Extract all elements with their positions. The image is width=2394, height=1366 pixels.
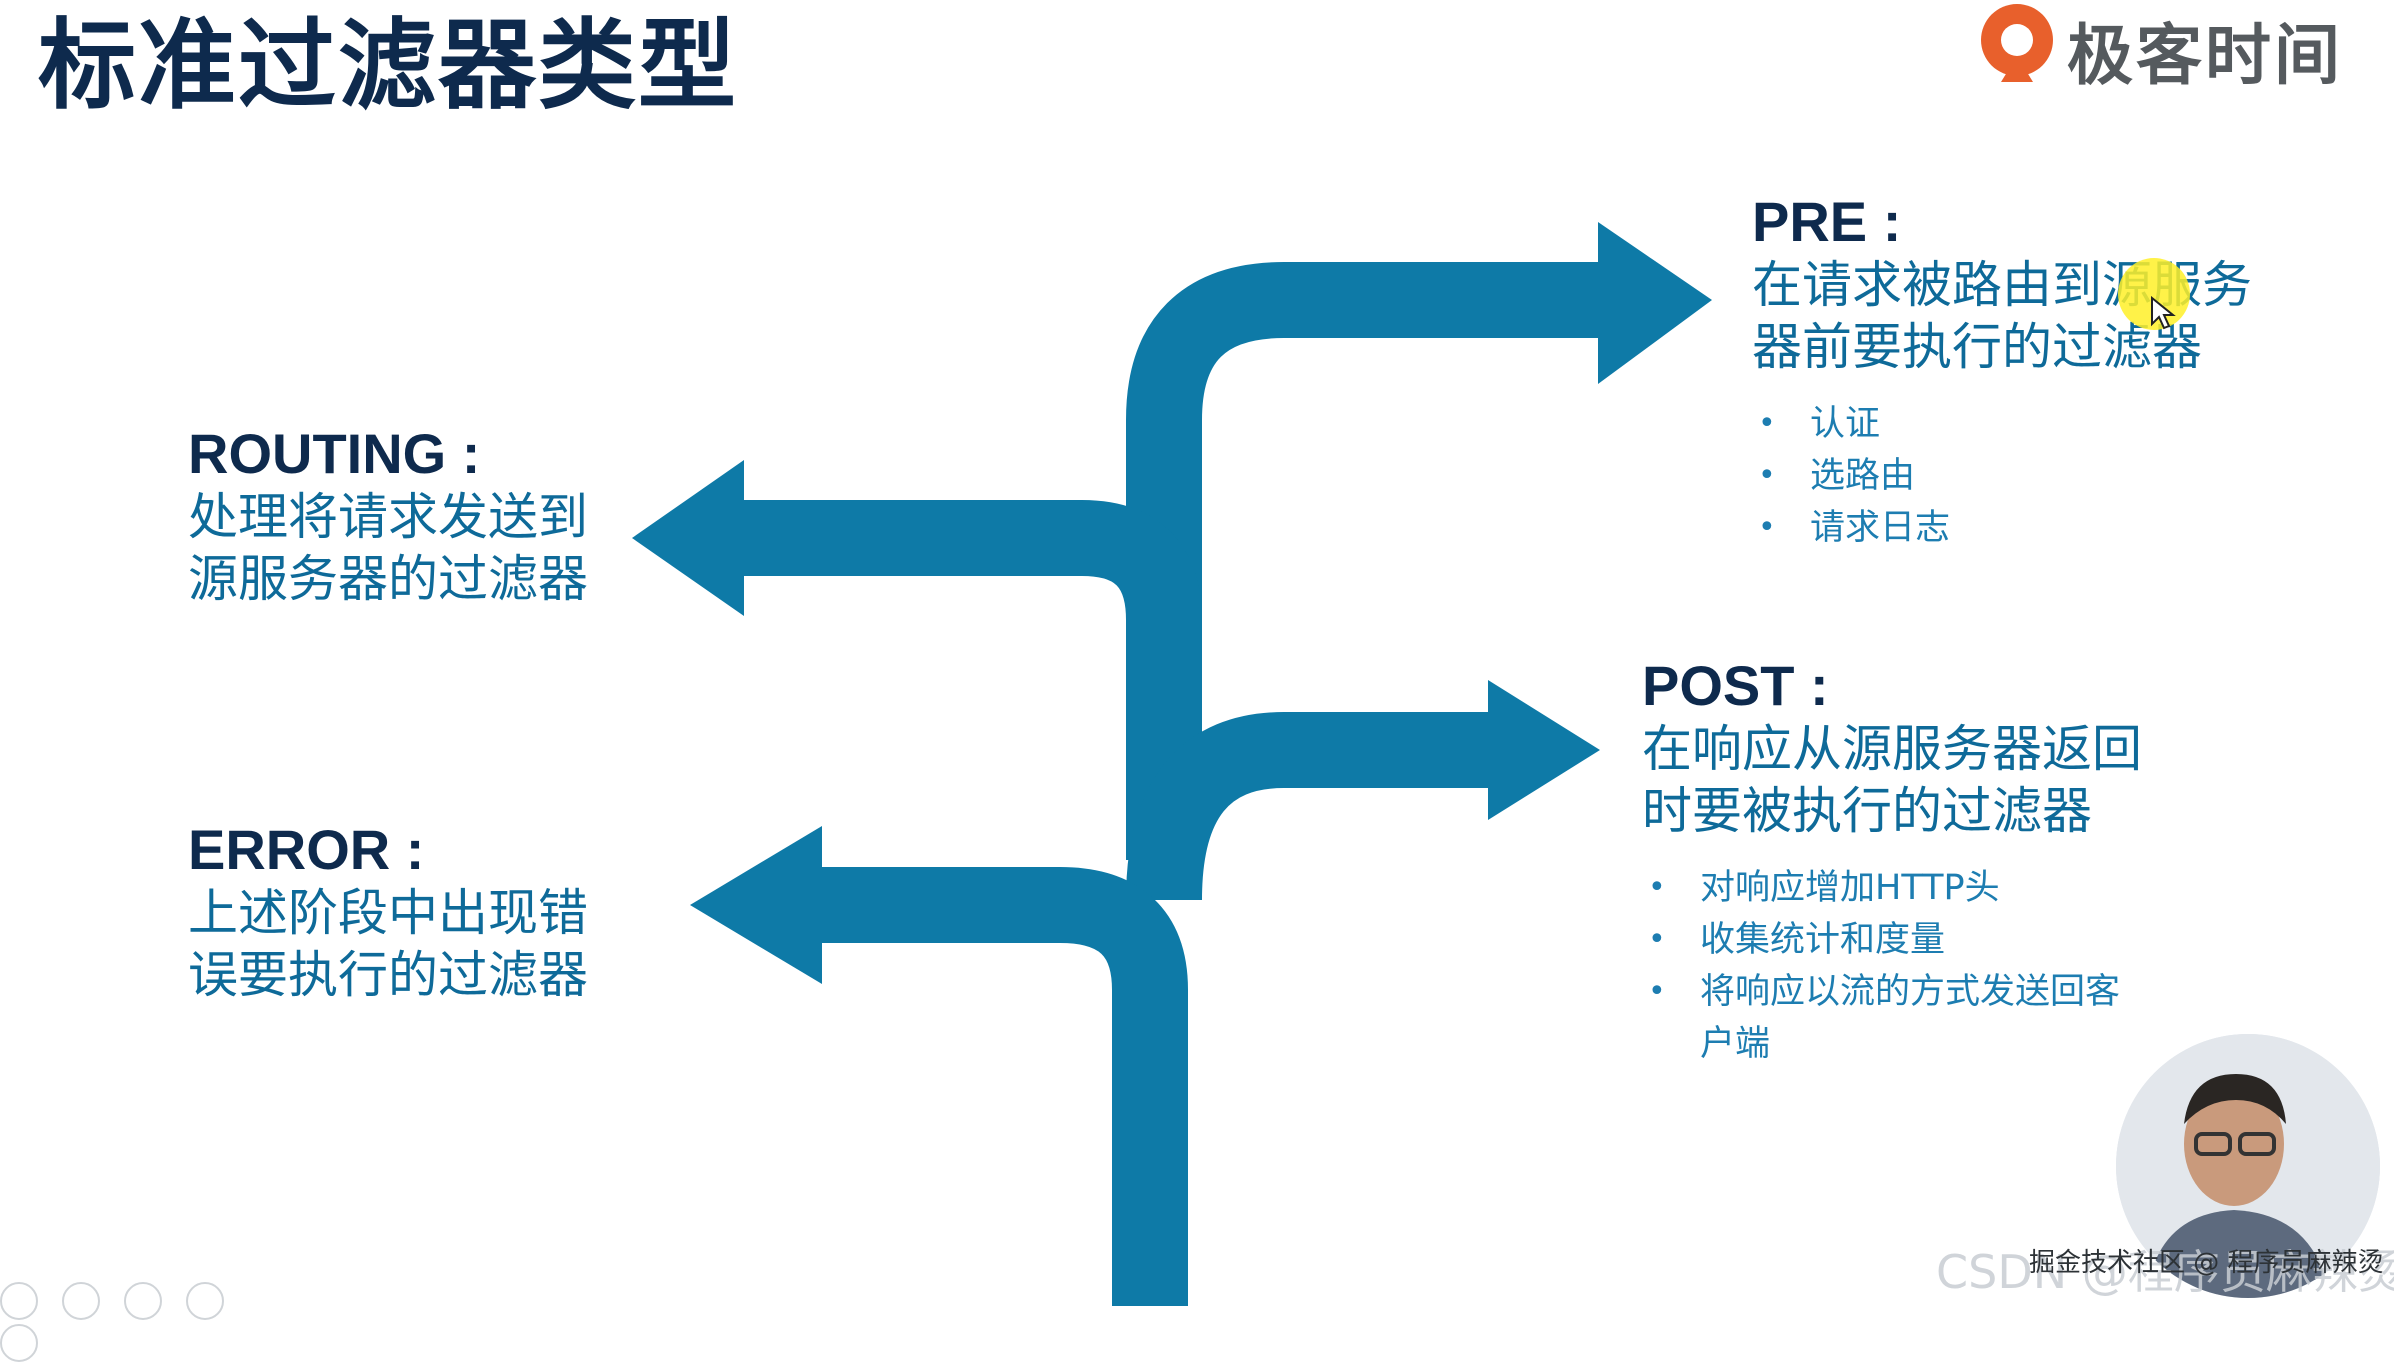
post-desc-line2: 时要被执行的过滤器 [1642, 782, 2092, 840]
geektime-logo: 极客时间 [1975, 0, 2355, 94]
pen-icon[interactable] [62, 1282, 100, 1320]
routing-heading: ROUTING : [188, 422, 481, 485]
routing-desc-line2: 源服务器的过滤器 [188, 550, 588, 608]
bullet-icon: • [1758, 458, 1776, 493]
logo-text: 极客时间 [2067, 17, 2343, 94]
error-heading: ERROR : [188, 818, 425, 881]
list-item: •对响应增加HTTP头 [1642, 862, 2142, 914]
slides-icon[interactable] [124, 1282, 162, 1320]
post-block: POST : 在响应从源服务器返回 时要被执行的过滤器 •对响应增加HTTP头 … [1642, 654, 2142, 1070]
pre-arrowhead [1598, 222, 1712, 384]
post-heading: POST : [1642, 654, 1829, 717]
post-bullet-list: •对响应增加HTTP头 •收集统计和度量 •将响应以流的方式发送回客 户端 [1642, 862, 2142, 1070]
pre-heading: PRE : [1752, 190, 1902, 253]
list-item: •选路由 [1752, 450, 2252, 502]
page-title: 标准过滤器类型 [38, 9, 739, 123]
presenter-figure-icon [2116, 1034, 2380, 1298]
routing-branch [720, 500, 1202, 700]
bullet-icon: • [1758, 510, 1776, 545]
list-item: •将响应以流的方式发送回客 [1642, 966, 2142, 1018]
presenter-video-avatar [2116, 1034, 2380, 1298]
post-arrowhead [1488, 680, 1600, 820]
list-item: •认证 [1752, 398, 2252, 450]
pre-desc-line2: 器前要执行的过滤器 [1752, 318, 2202, 376]
filter-flow-diagram [632, 222, 1712, 1306]
list-item-continuation: 户端 [1700, 1024, 1771, 1064]
slide-toolbar [0, 1282, 300, 1362]
watermark-juejin: 掘金技术社区 @ 程序员麻辣烫 [2029, 1248, 2384, 1278]
mouse-cursor-icon [2151, 296, 2176, 330]
post-branch [1126, 712, 1510, 901]
watermark: CSDN @程序员麻辣烫 掘金技术社区 @ 程序员麻辣烫 [1936, 1236, 2394, 1302]
trunk-upper [1126, 262, 1620, 860]
error-desc-line2: 误要执行的过滤器 [188, 946, 588, 1004]
error-block: ERROR : 上述阶段中出现错 误要执行的过滤器 [188, 818, 588, 1006]
error-branch [790, 867, 1188, 1306]
list-item: •收集统计和度量 [1642, 914, 2142, 966]
routing-block: ROUTING : 处理将请求发送到 源服务器的过滤器 [188, 422, 588, 610]
bullet-icon: • [1648, 922, 1666, 957]
bullet-icon: • [1648, 870, 1666, 905]
geektime-logo-icon [1981, 4, 2053, 82]
list-item: •请求日志 [1752, 502, 2252, 554]
bullet-icon: • [1648, 974, 1666, 1009]
error-arrowhead [690, 826, 822, 984]
zoom-icon[interactable] [186, 1282, 224, 1320]
pre-block: PRE : 在请求被路由到源服务 器前要执行的过滤器 •认证 •选路由 •请求日… [1752, 190, 2252, 554]
watermark-csdn: CSDN @程序员麻辣烫 [1936, 1245, 2394, 1299]
bullet-icon: • [1758, 406, 1776, 441]
pre-bullet-list: •认证 •选路由 •请求日志 [1752, 398, 2252, 554]
routing-desc-line1: 处理将请求发送到 [188, 488, 588, 546]
routing-arrowhead [632, 460, 744, 616]
more-icon[interactable] [0, 1324, 38, 1362]
post-desc-line1: 在响应从源服务器返回 [1642, 720, 2142, 778]
error-desc-line1: 上述阶段中出现错 [188, 884, 588, 942]
prev-slide-icon[interactable] [0, 1282, 38, 1320]
